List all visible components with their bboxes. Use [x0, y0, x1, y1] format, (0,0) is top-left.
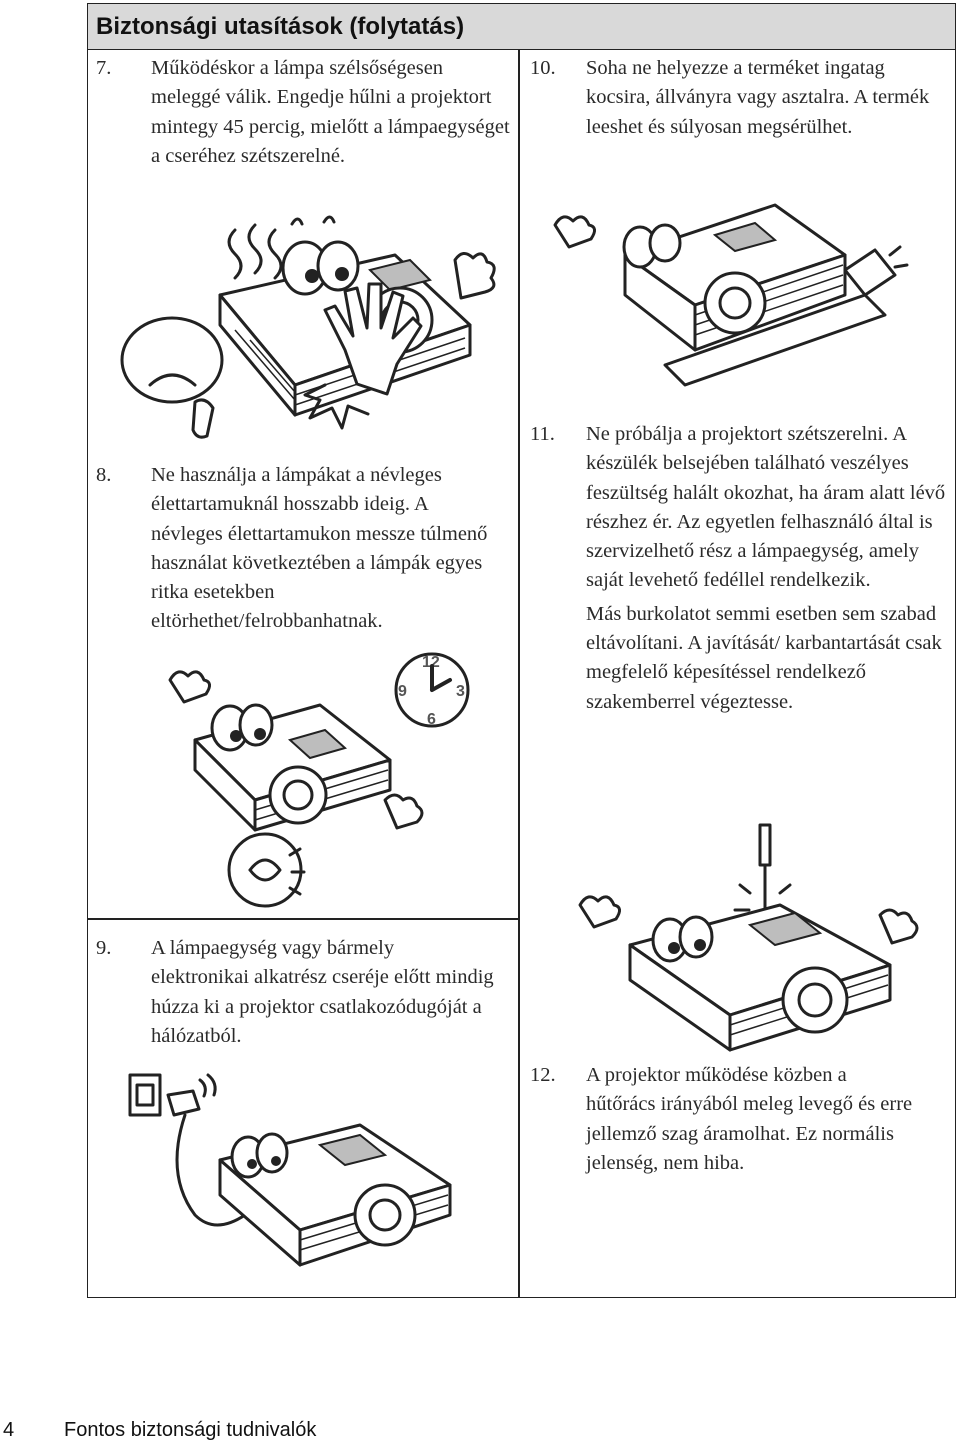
plug-icon [166, 1089, 201, 1117]
item-number: 8. [96, 464, 112, 486]
item-paragraph: A projektor működése közben a hűtőrács i… [586, 1064, 913, 1174]
clock-number-9: 9 [398, 683, 407, 700]
item-number: 10. [530, 57, 556, 79]
item-number: 7. [96, 57, 112, 79]
footer-section-title: Fontos biztonsági tudnivalók [64, 1419, 317, 1441]
clock-number-6: 6 [427, 711, 436, 728]
unplug-illustration [128, 1073, 452, 1267]
table-top-icon [663, 293, 887, 387]
item-number: 11. [530, 423, 555, 445]
page-number: 4 [3, 1419, 15, 1441]
item-number: 9. [96, 937, 112, 959]
hot-lamp-illustration [120, 215, 496, 439]
page-title: Biztonsági utasítások (folytatás) [96, 13, 465, 40]
item-text: Működéskor a lámpa szélsőségesen meleggé… [151, 54, 511, 171]
clock-number-12: 12 [422, 654, 440, 671]
disassembly-illustration [578, 823, 919, 1052]
page-frame [87, 3, 956, 1298]
row-divider [88, 918, 519, 920]
item-paragraph: Más burkolatot semmi esetben sem szabad … [586, 602, 942, 713]
item-number: 12. [530, 1064, 556, 1086]
falling-leg-icon [843, 248, 897, 297]
clock-number-3: 3 [456, 683, 465, 700]
lamp-lifetime-illustration: 12 3 6 9 [168, 652, 470, 908]
item-paragraph: A lámpaegység vagy bármely elektronikai … [151, 937, 494, 1047]
item-paragraph: Ne próbálja a projektort szétszerelni. A… [586, 423, 946, 592]
section-header: Biztonsági utasítások (folytatás) [88, 4, 955, 50]
screwdriver-icon [758, 823, 772, 867]
item-text: A lámpaegység vagy bármely elektronikai … [151, 934, 496, 1051]
item-text: Ne használja a lámpákat a névleges élett… [151, 461, 496, 637]
item-text: Ne próbálja a projektort szétszerelni. A… [586, 420, 948, 717]
unstable-table-illustration [553, 203, 909, 387]
item-text: Soha ne helyezze a terméket ingatag kocs… [586, 54, 946, 142]
item-paragraph: Ne használja a lámpákat a névleges élett… [151, 464, 488, 633]
item-paragraph: Soha ne helyezze a terméket ingatag kocs… [586, 57, 930, 138]
broken-bulb-icon [227, 832, 303, 908]
column-divider [518, 50, 520, 1297]
item-text: A projektor működése közben a hűtőrács i… [586, 1061, 916, 1178]
item-paragraph: Működéskor a lámpa szélsőségesen meleggé… [151, 57, 510, 167]
